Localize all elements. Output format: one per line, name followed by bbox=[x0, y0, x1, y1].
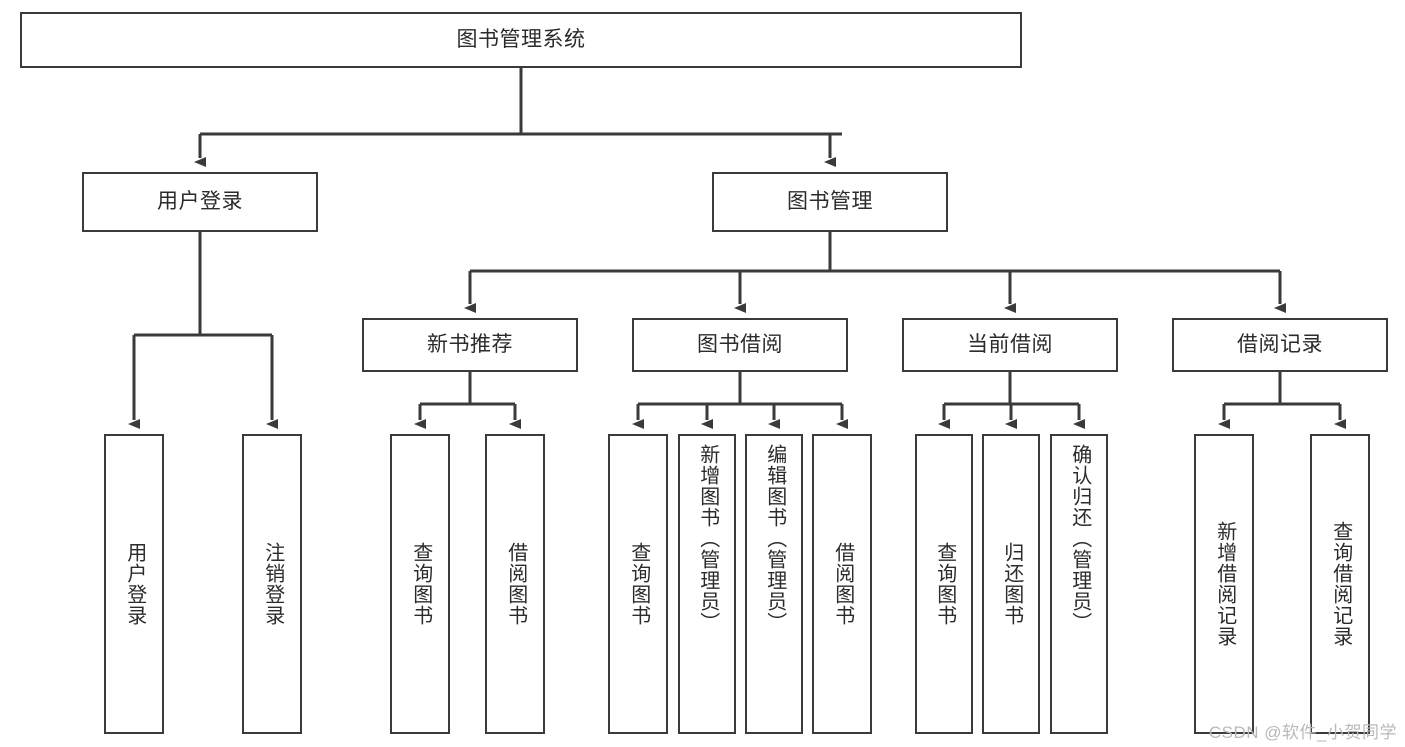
node-leaf-borrow-book[interactable]: 借阅图书 bbox=[812, 434, 872, 734]
node-leaf-user-logout-label: 注销登录 bbox=[261, 542, 284, 626]
node-current-borrow-label: 当前借阅 bbox=[967, 332, 1053, 356]
node-new-book-rec-label: 新书推荐 bbox=[427, 332, 513, 356]
node-current-borrow[interactable]: 当前借阅 bbox=[902, 318, 1118, 372]
node-leaf-add-borrow-rec-label: 新增借阅记录 bbox=[1213, 521, 1236, 647]
node-leaf-query-book-rec-label: 查询图书 bbox=[409, 542, 432, 626]
node-leaf-query-borrow-rec[interactable]: 查询借阅记录 bbox=[1310, 434, 1370, 734]
node-user-login-label: 用户登录 bbox=[157, 189, 243, 213]
node-borrow-record[interactable]: 借阅记录 bbox=[1172, 318, 1388, 372]
node-book-manage[interactable]: 图书管理 bbox=[712, 172, 948, 232]
node-leaf-edit-book-admin[interactable]: 编辑图书（管理员） bbox=[745, 434, 803, 734]
node-leaf-query-book-cur[interactable]: 查询图书 bbox=[915, 434, 973, 734]
node-leaf-return-book-label: 归还图书 bbox=[1000, 542, 1023, 626]
node-leaf-query-borrow-rec-label: 查询借阅记录 bbox=[1329, 521, 1352, 647]
node-leaf-query-book-label: 查询图书 bbox=[627, 542, 650, 626]
node-user-login[interactable]: 用户登录 bbox=[82, 172, 318, 232]
node-leaf-query-book-cur-label: 查询图书 bbox=[933, 542, 956, 626]
node-leaf-borrow-book-label: 借阅图书 bbox=[831, 542, 854, 626]
node-leaf-query-book[interactable]: 查询图书 bbox=[608, 434, 668, 734]
node-borrow-record-label: 借阅记录 bbox=[1237, 332, 1323, 356]
node-leaf-query-book-rec[interactable]: 查询图书 bbox=[390, 434, 450, 734]
node-new-book-rec[interactable]: 新书推荐 bbox=[362, 318, 578, 372]
node-leaf-user-login[interactable]: 用户登录 bbox=[104, 434, 164, 734]
node-leaf-confirm-return[interactable]: 确认归还（管理员） bbox=[1050, 434, 1108, 734]
node-book-borrow[interactable]: 图书借阅 bbox=[632, 318, 848, 372]
node-leaf-borrow-book-rec-label: 借阅图书 bbox=[504, 542, 527, 626]
node-book-borrow-label: 图书借阅 bbox=[697, 332, 783, 356]
node-leaf-confirm-return-label: 确认归还（管理员） bbox=[1068, 444, 1091, 633]
csdn-watermark: CSDN @软件_小贺同学 bbox=[1208, 723, 1397, 742]
node-leaf-user-logout[interactable]: 注销登录 bbox=[242, 434, 302, 734]
node-leaf-return-book[interactable]: 归还图书 bbox=[982, 434, 1040, 734]
node-root[interactable]: 图书管理系统 bbox=[20, 12, 1022, 68]
node-leaf-add-borrow-rec[interactable]: 新增借阅记录 bbox=[1194, 434, 1254, 734]
node-leaf-edit-book-admin-label: 编辑图书（管理员） bbox=[763, 444, 786, 633]
node-leaf-user-login-label: 用户登录 bbox=[123, 542, 146, 626]
node-root-label: 图书管理系统 bbox=[456, 27, 586, 51]
node-book-manage-label: 图书管理 bbox=[787, 189, 873, 213]
node-leaf-add-book-admin-label: 新增图书（管理员） bbox=[696, 444, 719, 633]
node-leaf-borrow-book-rec[interactable]: 借阅图书 bbox=[485, 434, 545, 734]
node-leaf-add-book-admin[interactable]: 新增图书（管理员） bbox=[678, 434, 736, 734]
